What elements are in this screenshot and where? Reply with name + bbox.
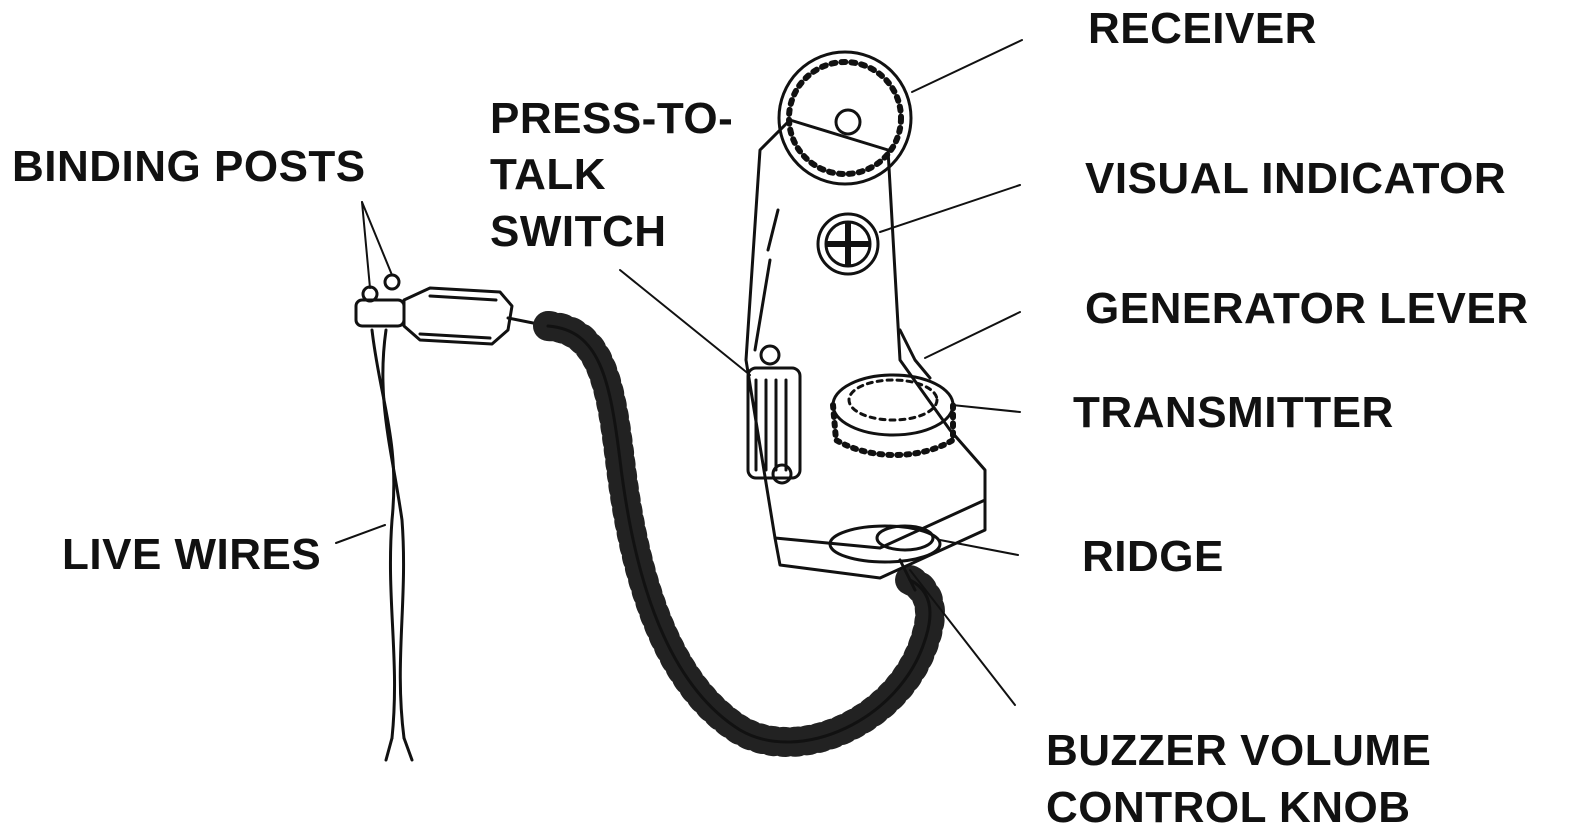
label-ridge: RIDGE xyxy=(1082,528,1224,586)
leader-receiver xyxy=(912,40,1022,92)
leader-ridge xyxy=(940,540,1018,555)
label-visual-indicator: VISUAL INDICATOR xyxy=(1085,150,1506,208)
press-to-talk-switch xyxy=(748,346,800,483)
leader-visual-indicator xyxy=(880,185,1020,232)
label-transmitter: TRANSMITTER xyxy=(1073,384,1394,442)
live-wires xyxy=(372,330,412,760)
label-receiver: RECEIVER xyxy=(1088,0,1317,58)
label-buzzer-line1: BUZZER VOLUME xyxy=(1046,722,1431,780)
leader-binding-post-1 xyxy=(362,202,370,288)
leader-transmitter xyxy=(952,405,1020,412)
label-ptt-line2: TALK xyxy=(490,146,606,204)
label-ptt-line3: SWITCH xyxy=(490,203,667,261)
label-ptt-line1: PRESS-TO- xyxy=(490,90,733,148)
label-binding-posts: BINDING POSTS xyxy=(12,138,366,196)
label-buzzer-line2: CONTROL KNOB xyxy=(1046,779,1411,837)
label-live-wires: LIVE WIRES xyxy=(62,526,321,584)
generator-lever xyxy=(900,330,930,378)
receiver-cap xyxy=(779,52,911,184)
handset-body xyxy=(746,120,985,578)
leader-binding-post-2 xyxy=(362,202,392,275)
coiled-cord xyxy=(548,326,930,742)
leader-generator-lever xyxy=(925,312,1020,358)
leader-ptt xyxy=(620,270,750,375)
visual-indicator-dial xyxy=(818,214,878,274)
label-generator-lever: GENERATOR LEVER xyxy=(1085,280,1528,338)
leader-live-wires xyxy=(336,525,385,543)
transmitter-cap xyxy=(833,375,953,455)
